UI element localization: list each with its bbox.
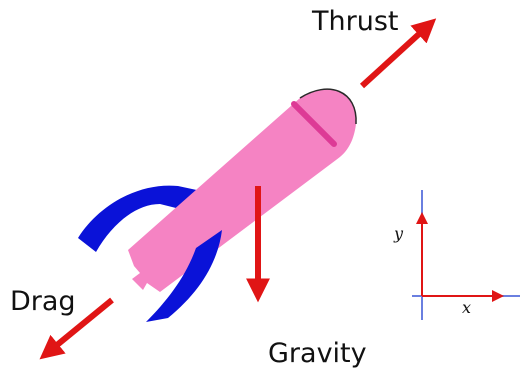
x-axis-label: x xyxy=(462,300,471,316)
gravity-label: Gravity xyxy=(268,340,367,367)
y-axis-label: y xyxy=(394,226,403,242)
thrust-label: Thrust xyxy=(312,8,398,35)
drag-label: Drag xyxy=(10,288,76,315)
